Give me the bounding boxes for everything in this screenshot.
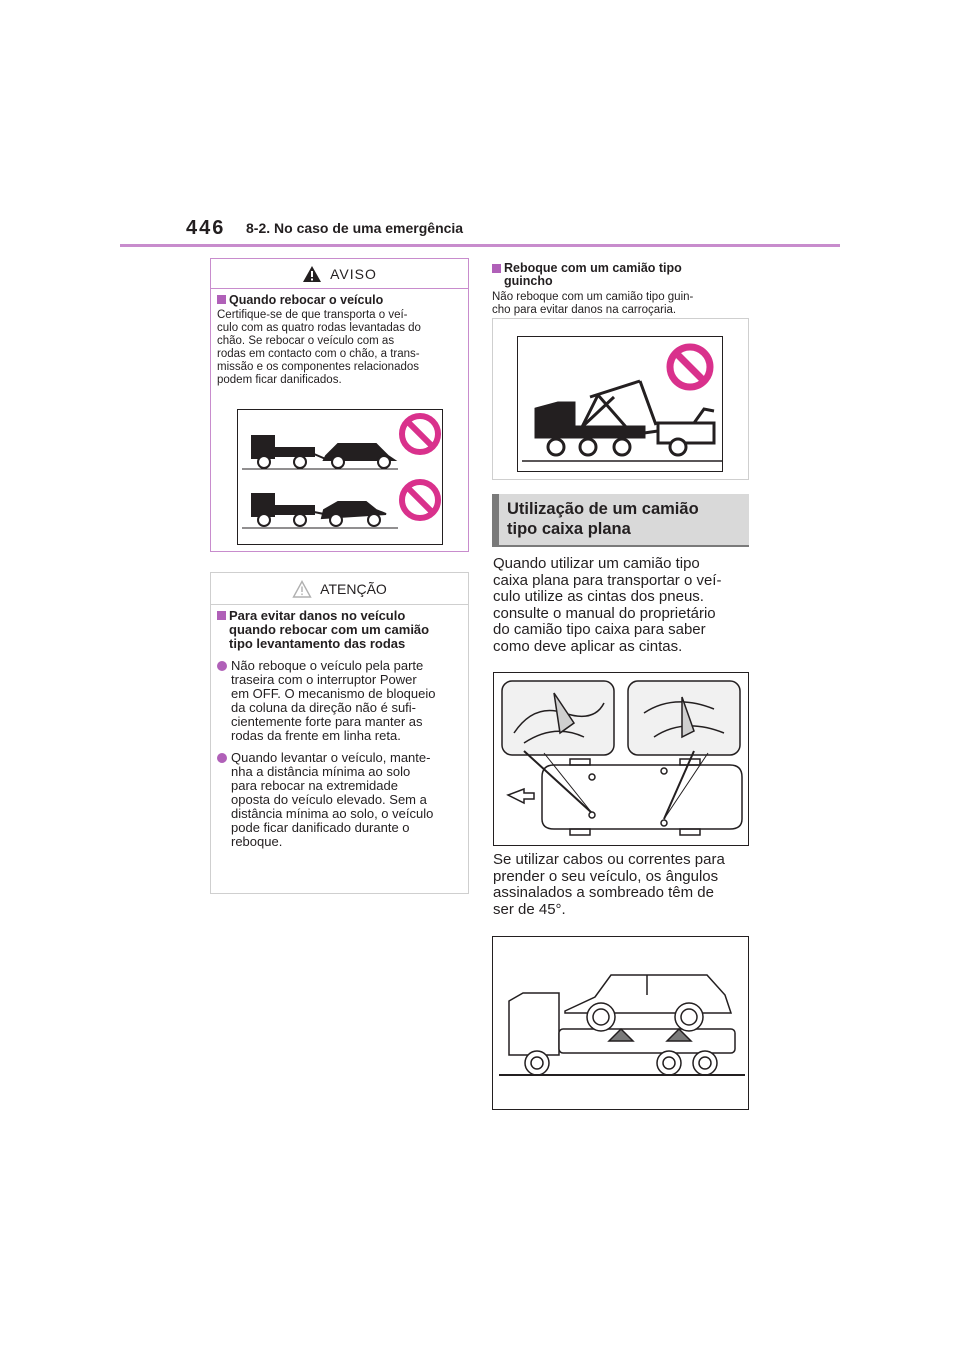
aviso-header: AVISO bbox=[211, 259, 468, 289]
caixa-plana-paragraph-1: Quando utilizar um camião tipo caixa pla… bbox=[493, 555, 751, 655]
aviso-body-line: Certifique-se de que transporta o veí- bbox=[217, 309, 408, 321]
atencao-bullet: Quando levantar o veículo, mante- nha a … bbox=[217, 751, 462, 849]
bullet-line: reboque. bbox=[231, 834, 283, 849]
para-line: ser de 45°. bbox=[493, 900, 566, 918]
aviso-section-title: Quando rebocar o veículo bbox=[217, 293, 462, 307]
para-line: assinalados a sombreado têm de bbox=[493, 884, 714, 901]
square-bullet-icon bbox=[492, 264, 501, 273]
round-bullet-icon bbox=[217, 661, 227, 671]
atencao-section-title: Para evitar danos no veículo quando rebo… bbox=[217, 609, 462, 651]
aviso-body-line: culo com as quatro rodas levantadas do bbox=[217, 322, 421, 334]
para-line: prender o seu veículo, os ângulos bbox=[493, 867, 719, 885]
aviso-body-line: podem ficar danificados. bbox=[217, 374, 342, 386]
tow-truck-illustration bbox=[517, 336, 723, 472]
aviso-body: Certifique-se de que transporta o veí- c… bbox=[217, 309, 462, 387]
para-line: caixa plana para transportar o veí- bbox=[493, 571, 722, 589]
caution-triangle-icon bbox=[292, 579, 312, 598]
para-line: do camião tipo caixa para saber bbox=[493, 621, 706, 638]
prohibition-icon bbox=[399, 479, 441, 521]
tire-straps-figure bbox=[501, 680, 743, 836]
page-number: 446 bbox=[186, 217, 226, 239]
tire-straps-illustration bbox=[493, 672, 749, 846]
para-line: consulte o manual do proprietário bbox=[493, 604, 716, 622]
warning-triangle-icon bbox=[303, 265, 322, 282]
bullet-line: da coluna da direção não é sufi- bbox=[231, 700, 417, 715]
bullet-line: distância mínima ao solo, o veículo bbox=[231, 806, 434, 821]
aviso-label: AVISO bbox=[330, 265, 377, 282]
tow-prohibited-figure bbox=[242, 413, 441, 529]
aviso-body-line: chão. Se rebocar o veículo com as bbox=[217, 335, 395, 347]
bullet-line: cientemente forte para manter as bbox=[231, 714, 423, 729]
atencao-bullet: Não reboque o veículo pela parte traseir… bbox=[217, 659, 462, 743]
bullet-line: em OFF. O mecanismo de bloqueio bbox=[231, 686, 436, 701]
para-line: Se utilizar cabos ou correntes para bbox=[493, 851, 725, 868]
aviso-section-title-text: Quando rebocar o veículo bbox=[229, 293, 384, 307]
guincho-body-line: cho para evitar danos na carroçaria. bbox=[492, 304, 677, 316]
guincho-figure-frame bbox=[492, 318, 749, 480]
aviso-body-line: missão e os componentes relacionados bbox=[217, 361, 420, 373]
caixa-plana-heading: Utilização de um camião tipo caixa plana bbox=[492, 494, 749, 547]
guincho-body: Não reboque com um camião tipo guin- cho… bbox=[492, 291, 749, 317]
atencao-title-line: tipo levantamento das rodas bbox=[229, 636, 406, 651]
atencao-label: ATENÇÃO bbox=[320, 580, 387, 597]
guincho-title: Reboque com um camião tipo guincho bbox=[492, 262, 749, 288]
heading-line: Utilização de um camião bbox=[507, 500, 699, 518]
guincho-title-line: Reboque com um camião tipo bbox=[504, 261, 682, 275]
para-line: culo utilize as cintas dos pneus. bbox=[493, 588, 704, 605]
atencao-title-line: Para evitar danos no veículo bbox=[229, 608, 406, 623]
guincho-body-line: Não reboque com um camião tipo guin- bbox=[492, 291, 694, 303]
flatbed-truck-figure bbox=[499, 974, 745, 1076]
bullet-line: traseira com o interruptor Power bbox=[231, 672, 417, 687]
guincho-section: Reboque com um camião tipo guincho Não r… bbox=[492, 262, 749, 317]
section-title: 8-2. No caso de uma emergência bbox=[246, 220, 464, 236]
prohibition-icon bbox=[399, 413, 441, 455]
atencao-header: ATENÇÃO bbox=[211, 573, 468, 605]
square-bullet-icon bbox=[217, 295, 226, 304]
tow-illustration-prohibited bbox=[237, 409, 443, 545]
aviso-body-line: rodas em contacto com o chão, a trans- bbox=[217, 348, 420, 360]
bullet-line: Não reboque o veículo pela parte bbox=[231, 658, 424, 673]
para-line: Quando utilizar um camião tipo bbox=[493, 555, 700, 572]
para-line: como deve aplicar as cintas. bbox=[493, 637, 683, 655]
prohibition-icon bbox=[666, 343, 714, 391]
round-bullet-icon bbox=[217, 753, 227, 763]
heading-line: tipo caixa plana bbox=[507, 520, 631, 538]
bullet-line: Quando levantar o veículo, mante- bbox=[231, 750, 431, 765]
atencao-title-line: quando rebocar com um camião bbox=[229, 622, 430, 637]
guincho-title-line: guincho bbox=[504, 274, 553, 288]
flatbed-truck-illustration bbox=[492, 936, 749, 1110]
bullet-line: pode ficar danificado durante o bbox=[231, 820, 410, 835]
bullet-line: nha a distância mínima ao solo bbox=[231, 764, 411, 779]
header-divider bbox=[120, 244, 840, 247]
bullet-line: para rebocar na extremidade bbox=[231, 778, 398, 793]
bullet-line: rodas da frente em linha reta. bbox=[231, 728, 401, 743]
square-bullet-icon bbox=[217, 611, 226, 620]
bullet-line: oposta do veículo elevado. Sem a bbox=[231, 792, 427, 807]
atencao-box: ATENÇÃO Para evitar danos no veículo qua… bbox=[210, 572, 469, 894]
aviso-box: AVISO Quando rebocar o veículo Certifiqu… bbox=[210, 258, 469, 552]
caixa-plana-paragraph-2: Se utilizar cabos ou correntes para pren… bbox=[493, 851, 751, 918]
tow-truck-figure bbox=[522, 343, 722, 462]
